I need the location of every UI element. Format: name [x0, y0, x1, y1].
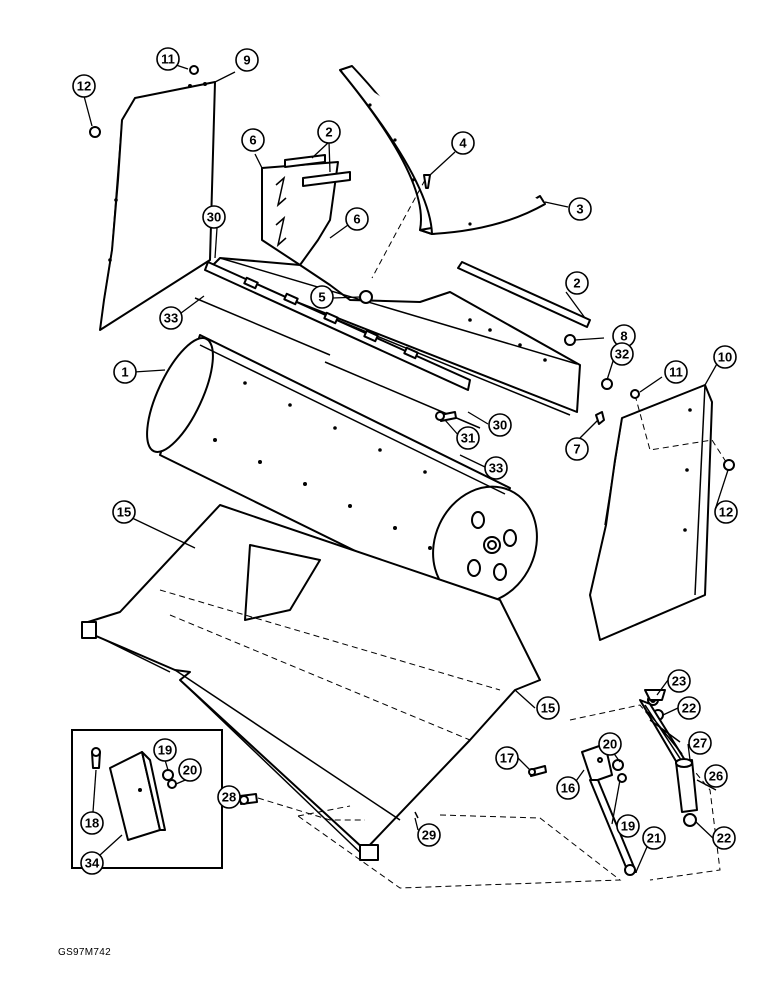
callout: 12	[72, 74, 96, 98]
callout: 18	[80, 811, 104, 835]
callout: 9	[235, 48, 259, 72]
callout: 11	[156, 47, 180, 71]
leader-4	[371, 179, 426, 279]
svg-text:19: 19	[621, 819, 635, 834]
callout: 15	[536, 696, 560, 720]
rod-upper	[194, 297, 331, 356]
svg-text:29: 29	[422, 828, 436, 843]
svg-text:2: 2	[325, 125, 332, 140]
wear-strip-upper	[284, 154, 351, 187]
callout: 17	[495, 746, 519, 770]
callout: 30	[202, 205, 226, 229]
callout: 11	[664, 360, 688, 384]
drum	[146, 334, 538, 605]
svg-text:16: 16	[561, 781, 575, 796]
svg-text:18: 18	[85, 816, 99, 831]
svg-text:12: 12	[719, 505, 733, 520]
svg-text:15: 15	[541, 701, 555, 716]
callout: 21	[642, 826, 666, 850]
svg-text:33: 33	[164, 311, 178, 326]
callout: 32	[610, 342, 634, 366]
callout: 22	[677, 696, 701, 720]
svg-text:32: 32	[615, 347, 629, 362]
callout: 33	[159, 306, 183, 330]
svg-text:17: 17	[500, 751, 514, 766]
svg-text:34: 34	[85, 856, 100, 871]
svg-text:4: 4	[459, 136, 467, 151]
inset-detail	[71, 729, 223, 869]
callout: 28	[217, 785, 241, 809]
svg-text:20: 20	[183, 763, 197, 778]
callout: 3	[568, 197, 592, 221]
callout: 16	[556, 776, 580, 800]
right-side-shield	[589, 384, 713, 641]
svg-text:6: 6	[249, 133, 256, 148]
callout: 19	[153, 738, 177, 762]
callout: 34	[80, 851, 104, 875]
svg-text:28: 28	[222, 790, 236, 805]
callout: 27	[688, 731, 712, 755]
svg-text:20: 20	[603, 737, 617, 752]
svg-text:11: 11	[669, 365, 683, 380]
svg-text:23: 23	[672, 674, 686, 689]
callout: 31	[456, 426, 480, 450]
callout: 5	[310, 285, 334, 309]
svg-text:5: 5	[318, 290, 325, 305]
bracket-strip	[204, 261, 471, 391]
callout: 6	[241, 128, 265, 152]
left-side-shield	[99, 81, 216, 331]
svg-text:30: 30	[493, 418, 507, 433]
callout: 20	[598, 732, 622, 756]
callout: 30	[488, 413, 512, 437]
svg-text:26: 26	[709, 769, 723, 784]
callout: 33	[484, 456, 508, 480]
svg-text:12: 12	[77, 79, 91, 94]
callout: 6	[345, 207, 369, 231]
drawing-code: GS97M742	[58, 947, 111, 958]
callout: 7	[565, 437, 589, 461]
hardware	[89, 65, 735, 876]
callout: 19	[616, 814, 640, 838]
svg-text:27: 27	[693, 736, 707, 751]
svg-text:21: 21	[647, 831, 661, 846]
svg-text:2: 2	[573, 276, 580, 291]
svg-text:9: 9	[243, 53, 250, 68]
callout: 10	[713, 345, 737, 369]
callout: 22	[712, 826, 736, 850]
callout: 12	[714, 500, 738, 524]
callout: 4	[451, 131, 475, 155]
right-dashed-outline	[569, 704, 721, 881]
svg-text:22: 22	[682, 701, 696, 716]
floor-pan	[81, 504, 541, 861]
svg-text:31: 31	[461, 431, 475, 446]
callout: 1	[113, 360, 137, 384]
callout: 23	[667, 669, 691, 693]
right-shield-dash	[634, 394, 729, 466]
svg-text:11: 11	[161, 52, 175, 67]
svg-text:10: 10	[718, 350, 732, 365]
wear-strip-right	[457, 261, 591, 328]
svg-text:15: 15	[117, 505, 131, 520]
callout: 2	[565, 271, 589, 295]
svg-text:30: 30	[207, 210, 221, 225]
svg-text:7: 7	[573, 442, 580, 457]
svg-text:1: 1	[121, 365, 128, 380]
svg-text:22: 22	[717, 831, 731, 846]
callout: 2	[317, 120, 341, 144]
callout: 20	[178, 758, 202, 782]
svg-text:33: 33	[489, 461, 503, 476]
top-panel	[261, 161, 339, 266]
svg-text:8: 8	[620, 329, 627, 344]
curved-band	[339, 65, 546, 235]
lower-dashed-outline	[297, 805, 622, 889]
svg-text:3: 3	[576, 202, 583, 217]
svg-text:6: 6	[353, 212, 360, 227]
svg-text:19: 19	[158, 743, 172, 758]
callout: 15	[112, 500, 136, 524]
callout: 26	[704, 764, 728, 788]
leader-28	[257, 797, 365, 821]
callout: 29	[417, 823, 441, 847]
